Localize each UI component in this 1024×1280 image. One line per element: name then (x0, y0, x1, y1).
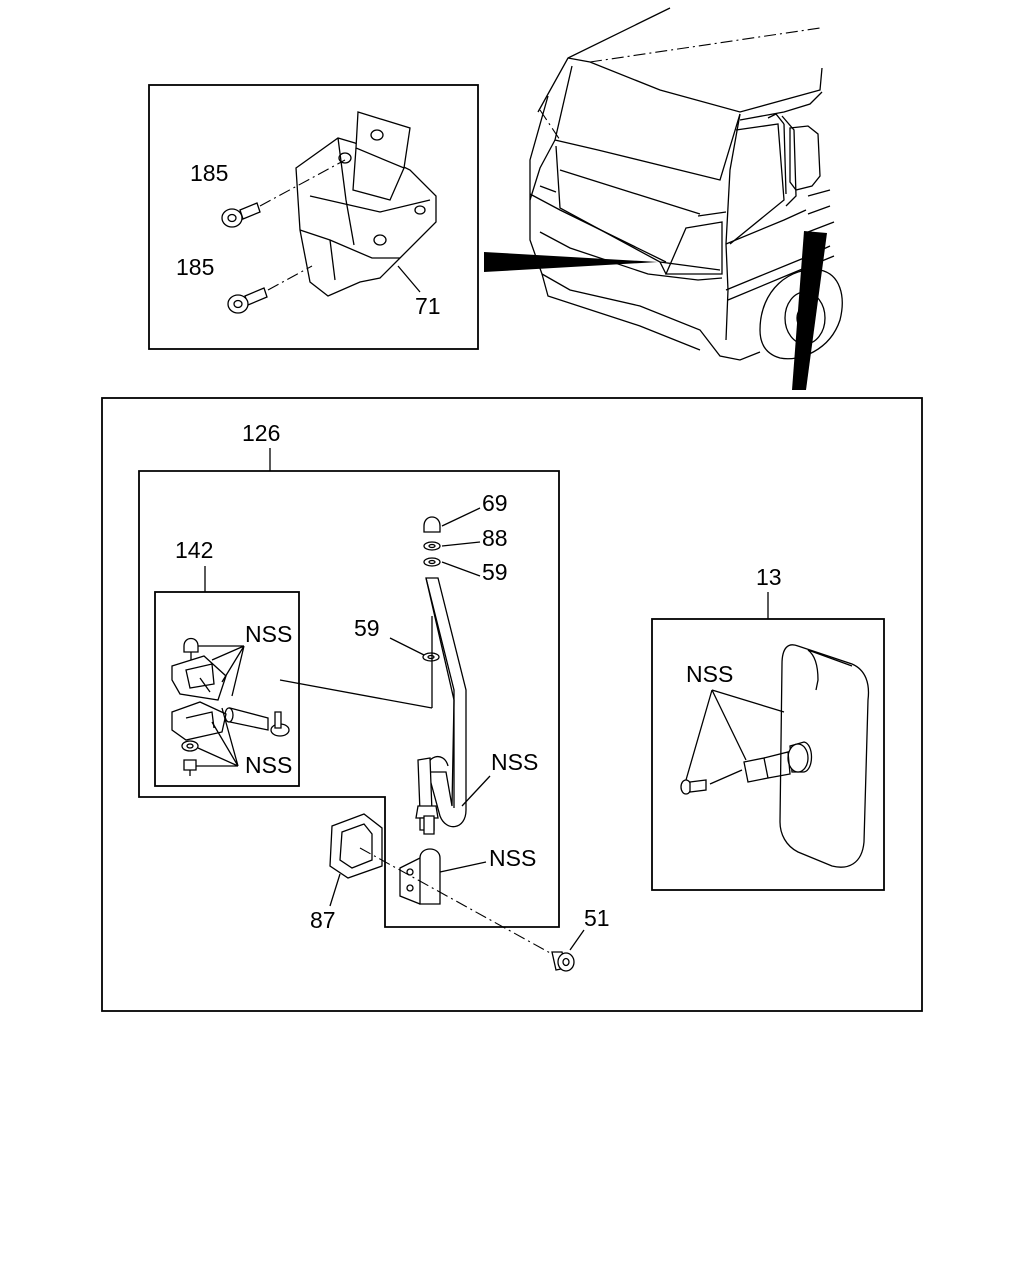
axis-bolt-51 (359, 847, 553, 955)
callout-51: 51 (584, 905, 610, 931)
gasket-87 (329, 813, 383, 879)
cap-nut-69 (423, 516, 441, 533)
callout-59-lower: 59 (354, 615, 380, 641)
callout-88: 88 (482, 525, 508, 551)
leader-nss-base (439, 861, 487, 873)
bolt-51 (551, 951, 575, 972)
callout-69: 69 (482, 490, 508, 516)
label-nss-upper: NSS (245, 621, 292, 647)
label-nss-lower: NSS (245, 752, 292, 778)
callout-87: 87 (310, 907, 336, 933)
truck-illustration (529, 7, 843, 361)
subassembly-142-parts (171, 637, 290, 776)
leader-88 (441, 541, 481, 547)
callout-13: 13 (756, 564, 782, 590)
callout-185-upper: 185 (190, 160, 228, 186)
leader-59-upper (441, 561, 481, 577)
bracket-part-71 (295, 111, 437, 297)
bracket-detail-frame (148, 84, 479, 350)
washer-88 (423, 541, 441, 551)
leader-nss-upper (198, 645, 245, 697)
pointer-mirror-to-truck (792, 231, 827, 390)
leader-69 (441, 507, 481, 527)
subassembly-142-frame (154, 591, 300, 787)
callout-59-upper: 59 (482, 559, 508, 585)
leader-71 (397, 265, 421, 293)
leader-nss-stay (461, 775, 491, 807)
leader-51 (569, 929, 585, 951)
leader-87 (329, 873, 341, 907)
link-142-to-stay (279, 679, 433, 709)
label-nss-mirror: NSS (686, 661, 733, 687)
callout-185-lower: 185 (176, 254, 214, 280)
bracket-bolt-upper (221, 159, 346, 228)
leader-59-lower (389, 637, 425, 656)
leader-nss-lower (196, 707, 239, 767)
callout-126: 126 (242, 420, 280, 446)
callout-142: 142 (175, 537, 213, 563)
mirror-13 (680, 644, 870, 868)
bracket-detail-panel: 185 185 71 (148, 84, 479, 350)
washer-59-lower (422, 652, 440, 662)
washer-59-upper (423, 557, 441, 567)
assembly-126-outline (138, 470, 560, 928)
mirror-stay (415, 516, 467, 835)
label-nss-base: NSS (489, 845, 536, 871)
bracket-bolt-lower (227, 265, 313, 314)
callout-71: 71 (415, 293, 441, 319)
leader-nss-mirror (685, 689, 785, 781)
stay-base (399, 848, 441, 905)
main-detail-frame (101, 397, 923, 1012)
label-nss-stay: NSS (491, 749, 538, 775)
pointer-bracket-to-truck (484, 252, 658, 272)
